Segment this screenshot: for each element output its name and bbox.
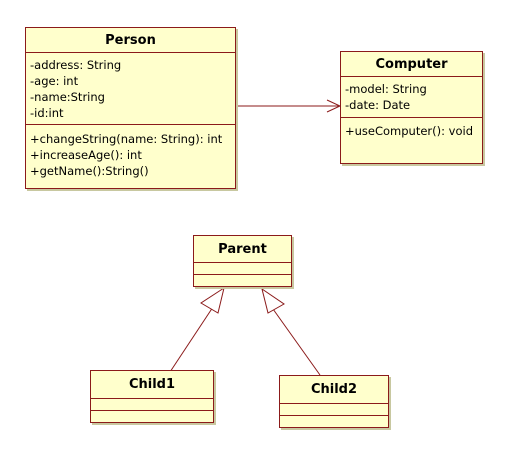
generalization-child1-triangle — [200, 286, 225, 314]
class-person-operations: +changeString(name: String): int +increa… — [26, 124, 235, 181]
generalization-child1-line — [169, 306, 214, 373]
attribute: -age: int — [30, 74, 79, 88]
generalization-child2-line — [272, 308, 321, 376]
class-person[interactable]: Person -address: String -age: int -name:… — [25, 27, 236, 189]
class-child2-attributes — [280, 404, 388, 415]
operation: +increaseAge(): int — [30, 148, 142, 162]
class-computer-name: Computer — [341, 52, 482, 77]
operation: +useComputer(): void — [345, 124, 473, 138]
attribute: -date: Date — [345, 98, 411, 112]
class-child2-name: Child2 — [280, 376, 388, 404]
attribute: -address: String — [30, 58, 122, 72]
class-child1-name: Child1 — [91, 371, 213, 399]
class-child2[interactable]: Child2 — [279, 375, 389, 428]
attribute: -model: String — [345, 82, 427, 96]
class-parent-name: Parent — [194, 236, 291, 263]
class-computer-operations: +useComputer(): void — [341, 117, 482, 141]
class-person-name: Person — [26, 28, 235, 53]
class-child1-attributes — [91, 399, 213, 410]
class-child2-operations — [280, 415, 388, 424]
attribute: -name:String — [30, 90, 105, 104]
class-parent-attributes — [194, 263, 291, 274]
class-computer-attributes: -model: String -date: Date — [341, 77, 482, 117]
class-child1-operations — [91, 410, 213, 419]
class-person-attributes: -address: String -age: int -name:String … — [26, 53, 235, 124]
operation: +getName():String() — [30, 164, 149, 178]
generalization-child2-triangle — [261, 287, 285, 314]
class-parent[interactable]: Parent — [193, 235, 292, 287]
class-child1[interactable]: Child1 — [90, 370, 214, 423]
operation: +changeString(name: String): int — [30, 132, 223, 146]
class-parent-operations — [194, 274, 291, 283]
attribute: -id:int — [30, 106, 64, 120]
class-computer[interactable]: Computer -model: String -date: Date +use… — [340, 51, 483, 164]
